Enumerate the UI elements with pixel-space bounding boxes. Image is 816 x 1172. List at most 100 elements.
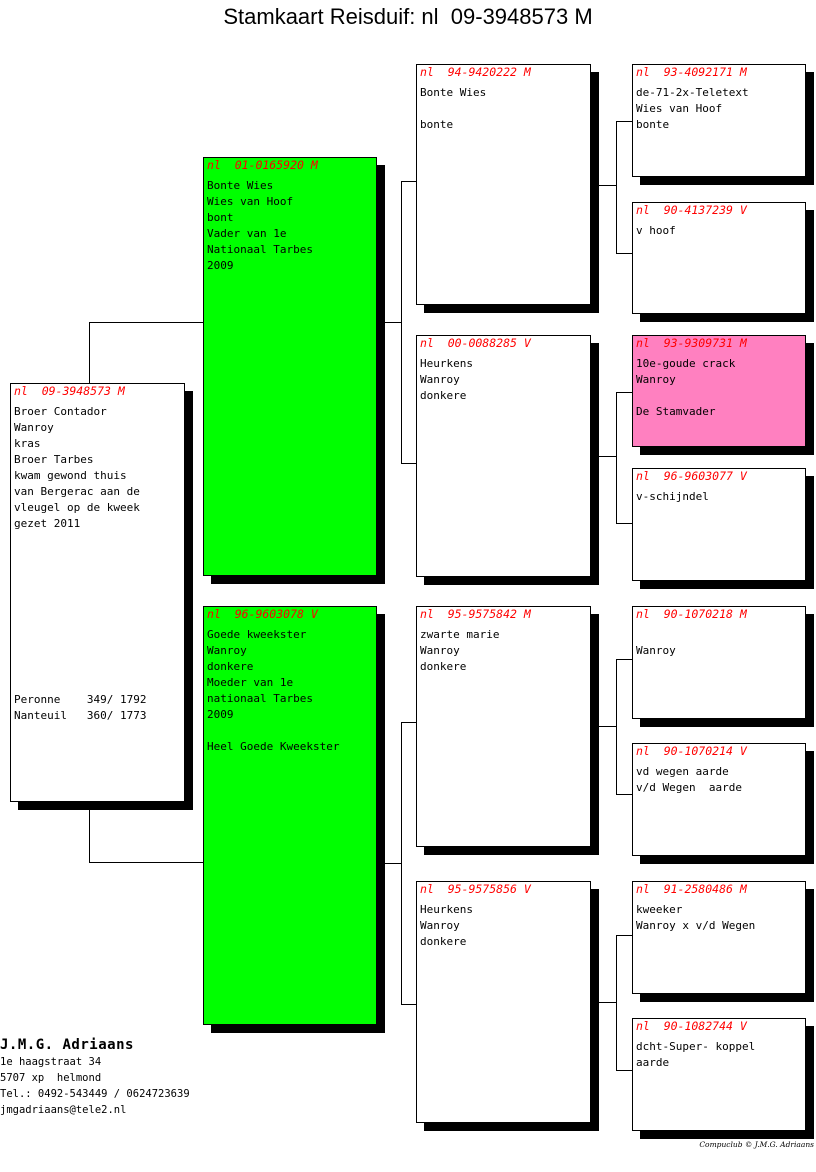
ring-number: nl 90-1070218 M: [636, 607, 747, 621]
pedigree-line: donkere: [420, 935, 467, 948]
father-line: Wies van Hoof: [207, 195, 294, 208]
pedigree-line: zwarte marie: [420, 628, 500, 641]
mother-line: [207, 723, 374, 739]
pedigree-line: donkere: [420, 389, 467, 402]
subject-card[interactable]: nl 09-3948573 M Broer Contador Wanroy kr…: [10, 383, 185, 802]
pedigree-line: 10e-goude crack: [636, 357, 736, 370]
pedigree-line: Heurkens: [420, 357, 473, 370]
pedigree-line: vd wegen aarde: [636, 765, 729, 778]
ring-number: nl 09-3948573 M: [14, 384, 125, 398]
mother-line: Goede kweekster: [207, 628, 307, 641]
connector: [401, 181, 417, 182]
connector: [401, 463, 417, 464]
great-grandparent-card[interactable]: nl 90-1070218 M Wanroy: [632, 606, 806, 719]
mother-line: donkere: [207, 660, 254, 673]
connector: [616, 1070, 633, 1071]
connector: [616, 392, 633, 393]
pedigree-line: Wanroy: [420, 373, 460, 386]
pedigree-line: donkere: [420, 660, 467, 673]
page-title: Stamkaart Reisduif: nl 09-3948573 M: [223, 4, 593, 29]
owner-email[interactable]: jmgadriaans@tele2.nl: [0, 1104, 127, 1116]
father-line: Vader van 1e: [207, 227, 287, 240]
ring-number: nl 96-9603077 V: [636, 469, 747, 483]
father-line: 2009: [207, 259, 234, 272]
connector: [89, 862, 204, 863]
subject-line: Wanroy: [14, 421, 54, 434]
owner-address: 1e haagstraat 34: [0, 1056, 102, 1068]
connector: [616, 935, 617, 1071]
great-grandparent-card[interactable]: nl 90-1082744 V dcht-Super- koppel aarde: [632, 1018, 806, 1131]
owner-phone: Tel.: 0492-543449 / 0624723639: [0, 1088, 190, 1100]
pedigree-line: De Stamvader: [636, 405, 716, 418]
connector: [616, 935, 633, 936]
great-grandparent-card[interactable]: nl 96-9603077 V v-schijndel: [632, 468, 806, 581]
subject-line: kras: [14, 437, 41, 450]
ring-number: nl 00-0088285 V: [420, 336, 531, 350]
father-line: bont: [207, 211, 234, 224]
ring-number: nl 90-4137239 V: [636, 203, 747, 217]
ring-number: nl 96-9603078 V: [207, 607, 318, 621]
mother-card[interactable]: nl 96-9603078 V Goede kweekster Wanroy d…: [203, 606, 377, 1025]
grandparent-card[interactable]: nl 95-9575842 M zwarte marie Wanroy donk…: [416, 606, 591, 847]
connector: [616, 253, 633, 254]
footer-credit: Compuclub © J.M.G. Adriaans: [699, 1140, 814, 1149]
owner-name: J.M.G. Adriaans: [0, 1037, 134, 1053]
pedigree-line: bonte: [420, 118, 454, 131]
father-line: Nationaal Tarbes: [207, 243, 313, 256]
mother-line: Moeder van 1e: [207, 676, 294, 689]
ring-number: nl 93-9309731 M: [636, 336, 747, 350]
subject-line: vleugel op de kweek: [14, 501, 140, 514]
mother-line: Wanroy: [207, 644, 247, 657]
pedigree-line: kweeker: [636, 903, 683, 916]
connector: [89, 810, 90, 863]
race-result: Nanteuil 360/ 1773: [14, 709, 147, 722]
subject-line: Broer Tarbes: [14, 453, 94, 466]
connector: [616, 659, 633, 660]
ring-number: nl 95-9575856 V: [420, 882, 531, 896]
owner-city: 5707 xp helmond: [0, 1072, 102, 1084]
connector: [616, 121, 633, 122]
connector: [384, 322, 402, 323]
mother-line: Heel Goede Kweekster: [207, 740, 340, 753]
connector: [598, 456, 617, 457]
ring-number: nl 90-1070214 V: [636, 744, 747, 758]
subject-line: gezet 2011: [14, 517, 81, 530]
great-grandparent-card[interactable]: nl 90-4137239 V v hoof: [632, 202, 806, 314]
pedigree-line: Wies van Hoof: [636, 102, 723, 115]
pedigree-line: Heurkens: [420, 903, 473, 916]
mother-line: nationaal Tarbes: [207, 692, 313, 705]
connector: [89, 322, 204, 323]
connector: [401, 722, 417, 723]
pedigree-line: Wanroy: [636, 373, 676, 386]
pedigree-line: Wanroy x v/d Wegen: [636, 919, 756, 932]
ring-number: nl 01-0165920 M: [207, 158, 318, 172]
race-result: Peronne 349/ 1792: [14, 693, 147, 706]
pedigree-line: bonte: [636, 118, 670, 131]
pedigree-line: [636, 627, 803, 643]
connector: [616, 659, 617, 795]
great-grandparent-card[interactable]: nl 93-9309731 M 10e-goude crack Wanroy D…: [632, 335, 806, 447]
great-grandparent-card[interactable]: nl 90-1070214 V vd wegen aarde v/d Wegen…: [632, 743, 806, 856]
grandparent-card[interactable]: nl 00-0088285 V Heurkens Wanroy donkere: [416, 335, 591, 577]
connector: [598, 726, 617, 727]
connector: [616, 392, 617, 524]
subject-line: kwam gewond thuis: [14, 469, 127, 482]
grandparent-card[interactable]: nl 95-9575856 V Heurkens Wanroy donkere: [416, 881, 591, 1123]
grandparent-card[interactable]: nl 94-9420222 M Bonte Wies bonte: [416, 64, 591, 305]
owner-info: J.M.G. Adriaans 1e haagstraat 34 5707 xp…: [0, 1036, 190, 1118]
great-grandparent-card[interactable]: nl 93-4092171 M de-71-2x-Teletext Wies v…: [632, 64, 806, 177]
connector: [384, 863, 402, 864]
connector: [89, 322, 90, 384]
pedigree-line: dcht-Super- koppel: [636, 1040, 756, 1053]
connector: [598, 185, 617, 186]
connector: [616, 523, 633, 524]
father-line: Bonte Wies: [207, 179, 274, 192]
father-card[interactable]: nl 01-0165920 M Bonte Wies Wies van Hoof…: [203, 157, 377, 576]
subject-line: van Bergerac aan de: [14, 485, 140, 498]
pedigree-line: [420, 101, 588, 117]
ring-number: nl 95-9575842 M: [420, 607, 531, 621]
pedigree-line: Bonte Wies: [420, 86, 487, 99]
subject-line: Broer Contador: [14, 405, 107, 418]
great-grandparent-card[interactable]: nl 91-2580486 M kweeker Wanroy x v/d Weg…: [632, 881, 806, 994]
pedigree-line: [636, 388, 803, 404]
